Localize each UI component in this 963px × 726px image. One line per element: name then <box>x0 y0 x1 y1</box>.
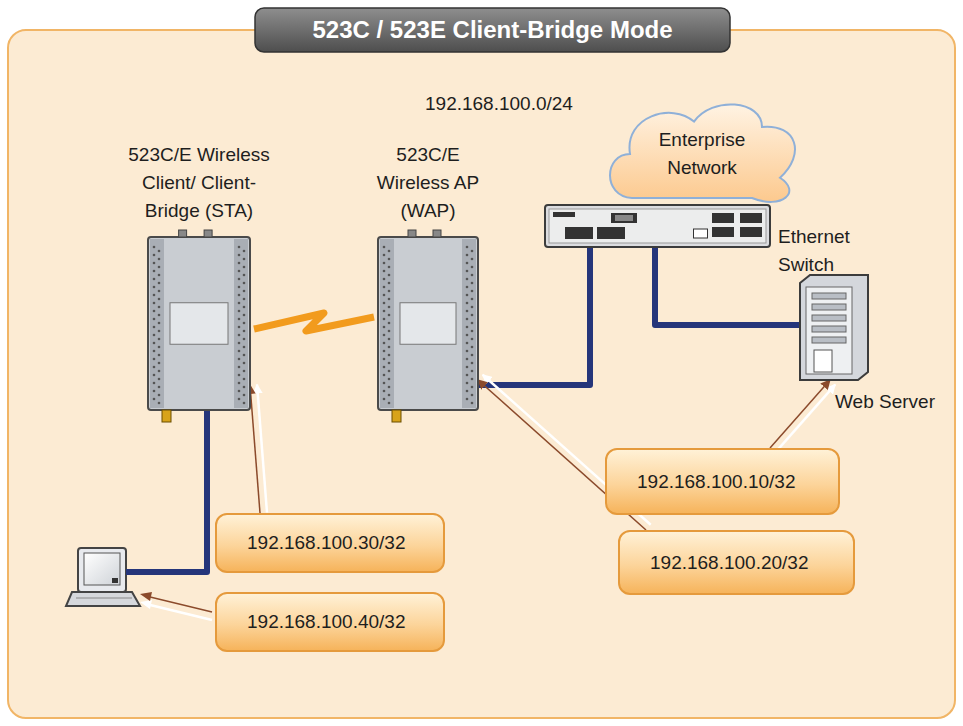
node-label: Ethernet Switch <box>778 223 862 279</box>
title-text: 523C / 523E Client-Bridge Mode <box>312 16 672 44</box>
callout-arrow <box>250 385 267 514</box>
wireless-link <box>254 313 374 331</box>
ip-callout: 192.168.100.20/32 <box>618 530 855 595</box>
ip-address: 192.168.100.30/32 <box>247 529 406 557</box>
node-label: Enterprise Network <box>637 126 767 182</box>
device-shape <box>378 237 478 410</box>
switch-shape <box>545 205 770 247</box>
connector-line <box>775 385 835 453</box>
leader-line <box>146 604 212 620</box>
ethernet-cable <box>478 247 590 385</box>
leader-arrowhead <box>140 600 152 609</box>
node-label: 523C/E Wireless AP (WAP) <box>367 141 489 225</box>
ip-callout: 192.168.100.10/32 <box>605 448 840 515</box>
cloud-shape <box>602 100 802 208</box>
network-cloud: Enterprise Network <box>602 100 802 208</box>
connector-line <box>478 247 590 385</box>
title-tab <box>255 8 730 52</box>
subnet-label: 192.168.100.0/24 <box>425 90 573 118</box>
ethernet-cable <box>126 410 207 572</box>
connector-line <box>250 385 260 513</box>
device-shape <box>148 237 250 410</box>
web-server: Web Server <box>800 275 868 380</box>
connector-line <box>254 313 374 331</box>
ip-callout: 192.168.100.30/32 <box>215 513 445 573</box>
node-label: Web Server <box>835 388 935 416</box>
access-point-device: 523C/E Wireless AP (WAP) <box>378 237 478 410</box>
callout-arrow <box>770 380 835 453</box>
leader-line <box>146 596 212 612</box>
ip-address: 192.168.100.10/32 <box>637 468 796 496</box>
leader-arrowhead <box>140 592 152 601</box>
title-box: 523C / 523E Client-Bridge Mode <box>255 8 730 52</box>
ip-callout: 192.168.100.40/32 <box>215 592 445 652</box>
cloud-text-holder: Enterprise Network <box>602 100 802 208</box>
server-shape <box>800 275 868 380</box>
panel <box>8 30 955 718</box>
node-label: 523C/E Wireless Client/ Client-Bridge (S… <box>124 141 274 225</box>
ip-address: 192.168.100.20/32 <box>650 549 809 577</box>
laptop-illustration <box>66 548 140 606</box>
ethernet-switch: Ethernet Switch <box>545 205 770 247</box>
connector-line <box>770 380 830 448</box>
client-bridge-device: 523C/E Wireless Client/ Client-Bridge (S… <box>148 237 250 410</box>
ip-address: 192.168.100.40/32 <box>247 608 406 636</box>
